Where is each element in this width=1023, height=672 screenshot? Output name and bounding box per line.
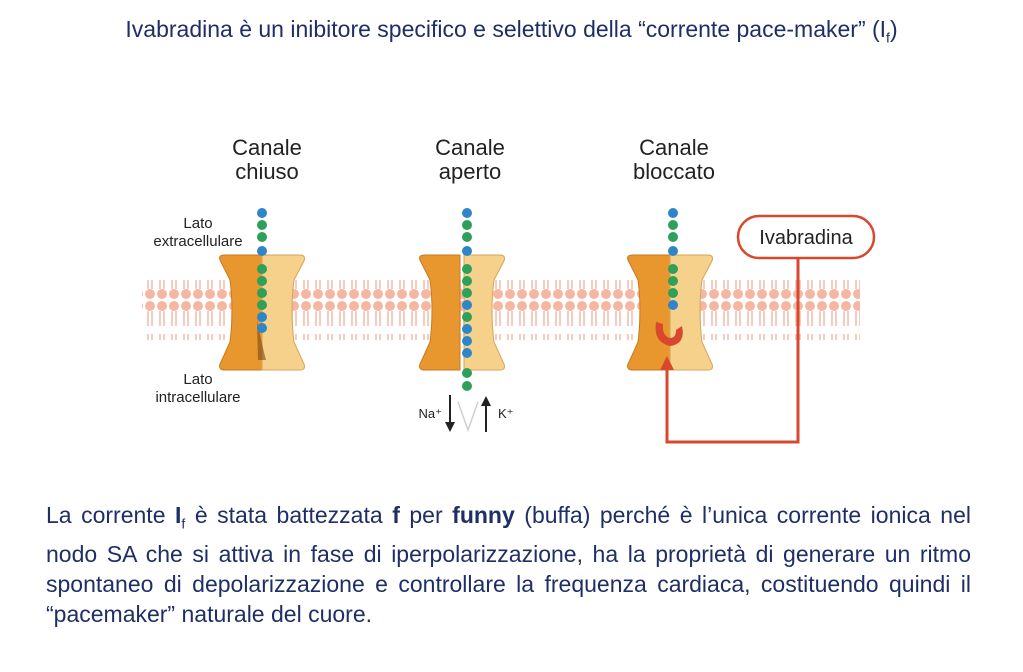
explanation-paragraph: La corrente If è stata battezzata f per …	[46, 500, 971, 629]
ion-flow-arrows	[445, 395, 491, 433]
slide-title: Ivabradina è un inibitore specifico e se…	[0, 16, 1023, 46]
channel-blocked-title-1: Canale	[639, 135, 709, 160]
ivabradina-callout	[736, 214, 876, 260]
channel-blocked-title-2: bloccato	[633, 159, 715, 184]
k-ion-label: K⁺	[498, 406, 514, 421]
channel-open	[419, 254, 505, 371]
channel-open-title-2: aperto	[439, 159, 501, 184]
body-f-letter: f	[392, 502, 400, 528]
body-current-symbol: I	[175, 502, 182, 528]
body-funny-word: funny	[452, 502, 515, 528]
intracellular-label-2: intracellulare	[155, 389, 240, 406]
title-close: )	[889, 16, 898, 42]
channel-closed	[219, 254, 305, 371]
extracellular-label-2: extracellulare	[153, 233, 242, 250]
bead-column-blocked	[668, 208, 678, 310]
na-ion-label: Na⁺	[419, 406, 442, 421]
ivabradina-label: Ivabradina	[759, 227, 853, 249]
drug-path-line	[665, 258, 800, 444]
title-text: Ivabradina è un inibitore specifico e se…	[125, 16, 887, 42]
drug-path-arrowhead	[660, 356, 674, 370]
channel-open-title-1: Canale	[435, 135, 505, 160]
body-text-2: è stata battezzata	[185, 502, 393, 528]
channel-closed-title-1: Canale	[232, 135, 302, 160]
body-text-1: La corrente	[46, 502, 176, 528]
ion-channel-diagram: Na⁺ K⁺ Ivabradina Canale chiuso Canale a…	[142, 135, 876, 444]
channel-closed-title-2: chiuso	[235, 159, 299, 184]
body-text-3: per	[399, 502, 453, 528]
bead-column-open	[462, 208, 472, 391]
body-text-4: (buffa) perché è l’unica corrente ionica…	[46, 502, 971, 627]
intracellular-label-1: Lato	[183, 371, 212, 388]
bead-column-closed	[257, 208, 267, 333]
body-current-subscript: f	[181, 515, 186, 532]
title-subscript: f	[886, 29, 890, 46]
ivabradine-molecule	[655, 322, 683, 346]
channel-blocked	[627, 254, 713, 371]
extracellular-label-1: Lato	[183, 215, 212, 232]
